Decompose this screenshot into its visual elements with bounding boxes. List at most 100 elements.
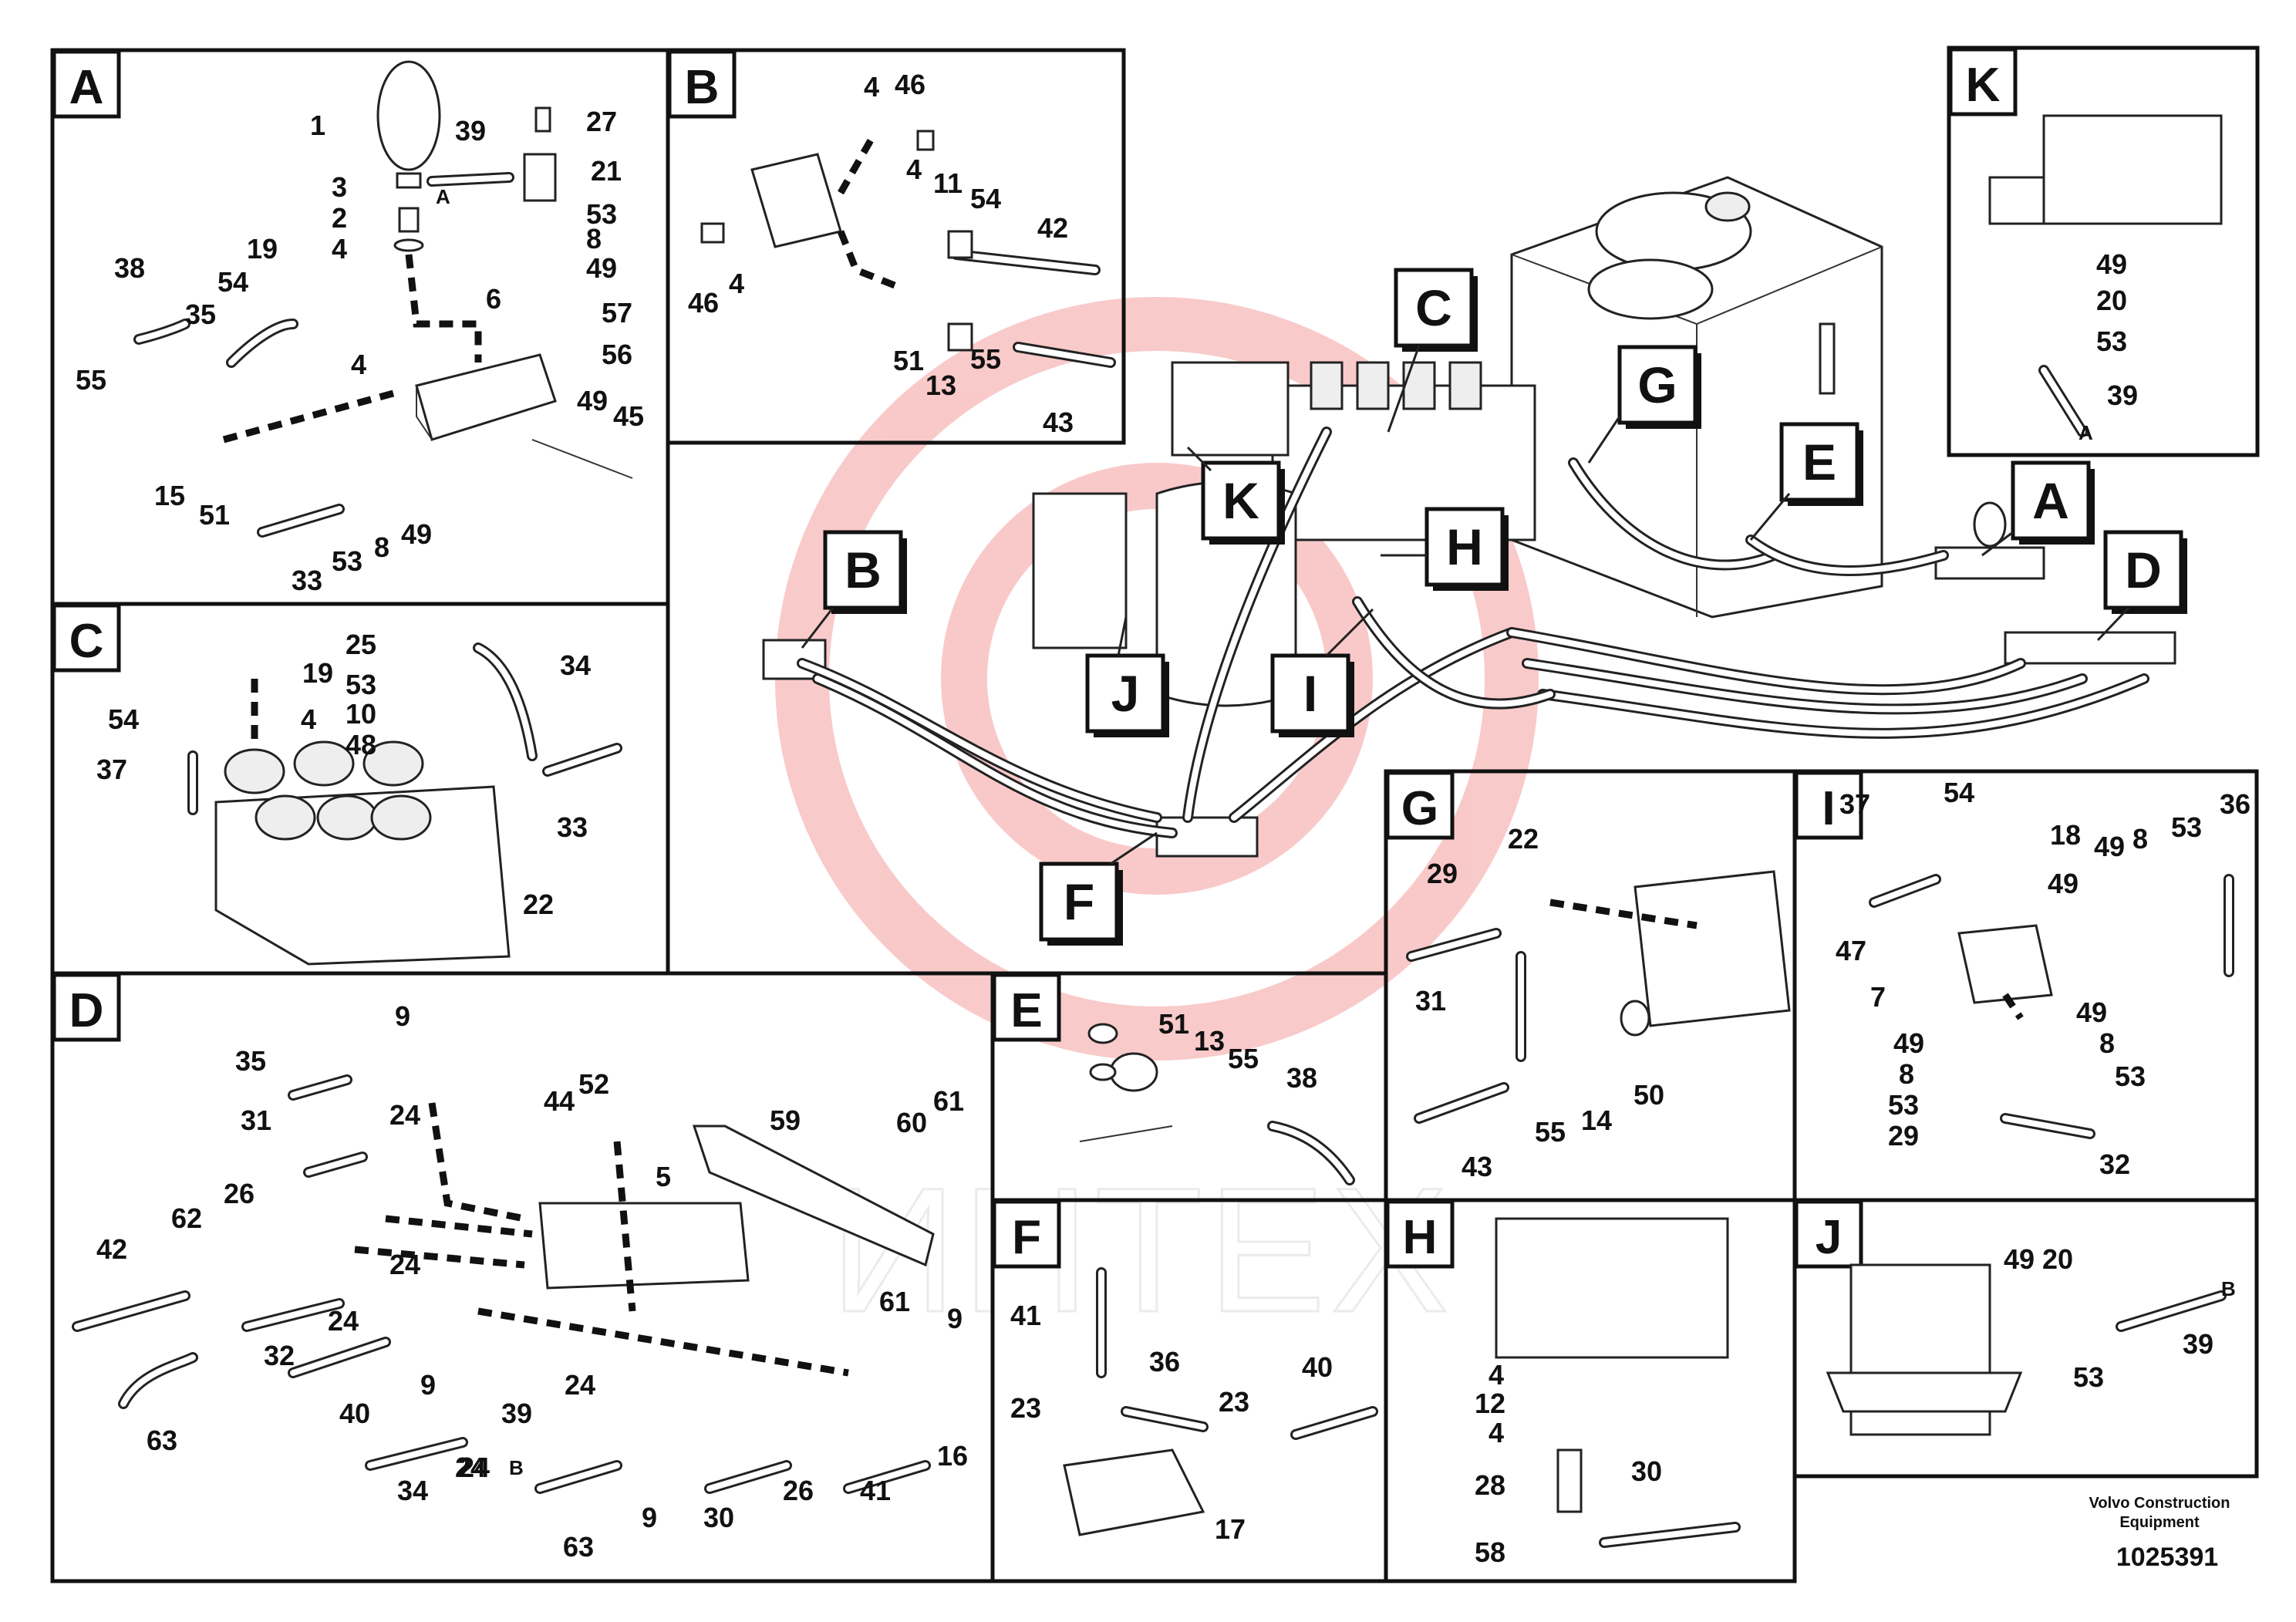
callout-g: G [1587, 345, 1701, 464]
part-number-label: 52 [578, 1068, 609, 1100]
callout-letter: I [1303, 665, 1317, 722]
part-number-label: 49 [586, 252, 617, 284]
part-number-label: 39 [2183, 1328, 2213, 1360]
part-number-label: 53 [586, 198, 617, 230]
callout-b: B [801, 530, 907, 649]
part-number-label: 55 [1535, 1116, 1566, 1148]
callout-letter: C [1415, 279, 1452, 336]
part-number-label: 27 [586, 106, 617, 137]
part-number-label: 55 [970, 343, 1001, 375]
part-number-label: 53 [1888, 1089, 1919, 1121]
part-number-label: 19 [302, 657, 333, 689]
part-number-label: 2 [332, 202, 347, 234]
part-number-label: 12 [1475, 1388, 1505, 1419]
part-number-label: 33 [557, 811, 588, 843]
panel-letter: C [69, 615, 104, 668]
callout-i: I [1270, 608, 1374, 737]
part-number-label: 46 [688, 287, 719, 319]
callout-letter: B [845, 541, 882, 599]
callout-a: A [1981, 460, 2095, 557]
part-number-label: 30 [703, 1502, 734, 1533]
part-number-label: 23 [1010, 1392, 1041, 1424]
part-number-label: 8 [1899, 1058, 1914, 1090]
part-number-label: 53 [332, 545, 362, 577]
part-number-label: 39 [501, 1398, 532, 1429]
part-number-label: 60 [896, 1107, 927, 1138]
part-number-label: 53 [2096, 325, 2127, 357]
part-number-label: 51 [1158, 1008, 1189, 1040]
panel-letter: I [1822, 782, 1835, 835]
part-number-label: 51 [893, 345, 924, 376]
part-number-label: 21 [591, 155, 622, 187]
part-number-label: 54 [217, 266, 248, 298]
part-number-label: 26 [224, 1178, 255, 1209]
part-number-label: 41 [1010, 1300, 1041, 1331]
callout-j: J [1085, 616, 1169, 737]
part-number-label: 49 [2048, 868, 2079, 899]
part-number-label: 53 [2073, 1361, 2104, 1393]
brand-line-2: Equipment [2119, 1514, 2200, 1531]
part-number-label: 53 [2115, 1061, 2146, 1092]
part-number-label: 18 [2050, 819, 2081, 851]
part-number-label: 61 [879, 1286, 910, 1317]
part-number-label: 29 [1427, 858, 1458, 889]
brand-line-1: Volvo Construction [2089, 1495, 2230, 1512]
part-number-label: 49 [2096, 248, 2127, 280]
callout-letter: H [1446, 518, 1483, 575]
part-number-label: 24 [328, 1305, 359, 1337]
part-number-label: 54 [1944, 777, 1974, 808]
part-number-label: 15 [154, 480, 185, 511]
part-number-label: 49 [2076, 996, 2107, 1028]
part-number-label: 9 [395, 1000, 410, 1032]
overview-assembly [762, 176, 2176, 858]
callout-letter: D [2125, 541, 2162, 599]
part-number-label: 48 [346, 729, 376, 760]
callout-k: K [1186, 446, 1285, 545]
part-number-label: 43 [1043, 406, 1074, 438]
part-number-label: 20 [2042, 1243, 2073, 1275]
part-number-label: 47 [1836, 935, 1866, 966]
part-number-label: 63 [563, 1531, 594, 1563]
part-number-label: 6 [486, 283, 501, 315]
part-number-label: 33 [292, 565, 322, 596]
part-number-label: 28 [1475, 1469, 1505, 1501]
part-number-label: 39 [2107, 379, 2138, 411]
panel-letter: E [1010, 984, 1042, 1037]
part-number-label: 16 [937, 1440, 968, 1472]
part-number-label: 32 [264, 1340, 295, 1371]
part-number-label: 34 [397, 1475, 428, 1506]
callout-f: F [1039, 831, 1158, 946]
panel-b: B 4 46 4 11 54 42 46 4 51 13 55 43 [666, 48, 1126, 445]
part-number-label: 30 [1631, 1455, 1662, 1487]
callout-letter: J [1111, 665, 1140, 722]
part-number-label: 8 [586, 223, 602, 255]
part-number-label: 61 [933, 1085, 964, 1117]
part-number-label: 35 [235, 1045, 266, 1077]
panel-j: J 49 20 39 53 B [1792, 1198, 2259, 1479]
panel-letter: A [69, 61, 104, 114]
part-number-label: 36 [2220, 788, 2250, 820]
part-number-label: 24 [459, 1452, 490, 1483]
part-number-label: 22 [1508, 823, 1539, 855]
part-number-label: 34 [560, 649, 591, 681]
panel-letter: D [69, 984, 104, 1037]
part-number-label: 38 [1286, 1062, 1317, 1094]
part-number-label: 8 [374, 531, 389, 563]
part-number-label: 8 [2099, 1027, 2115, 1059]
part-number-label: 41 [860, 1475, 891, 1506]
part-number-label: 37 [96, 754, 127, 785]
part-number-label: 13 [1194, 1025, 1225, 1057]
part-number-label: 24 [389, 1249, 420, 1280]
part-number-label: 56 [602, 339, 632, 370]
callout-letter: E [1802, 433, 1836, 491]
part-number-label: 35 [185, 298, 216, 330]
part-number-label: 50 [1633, 1079, 1664, 1111]
part-number-label: 25 [346, 629, 376, 660]
connection-ref-letter: A [436, 185, 450, 208]
overview-callouts: C G E A B K [801, 268, 2187, 946]
callout-letter: F [1064, 873, 1094, 930]
part-number-label: 20 [2096, 285, 2127, 316]
part-number-label: 49 [577, 385, 608, 416]
part-number-label: 42 [1037, 212, 1068, 244]
panel-k: K 49 20 53 39 A [1947, 46, 2260, 457]
